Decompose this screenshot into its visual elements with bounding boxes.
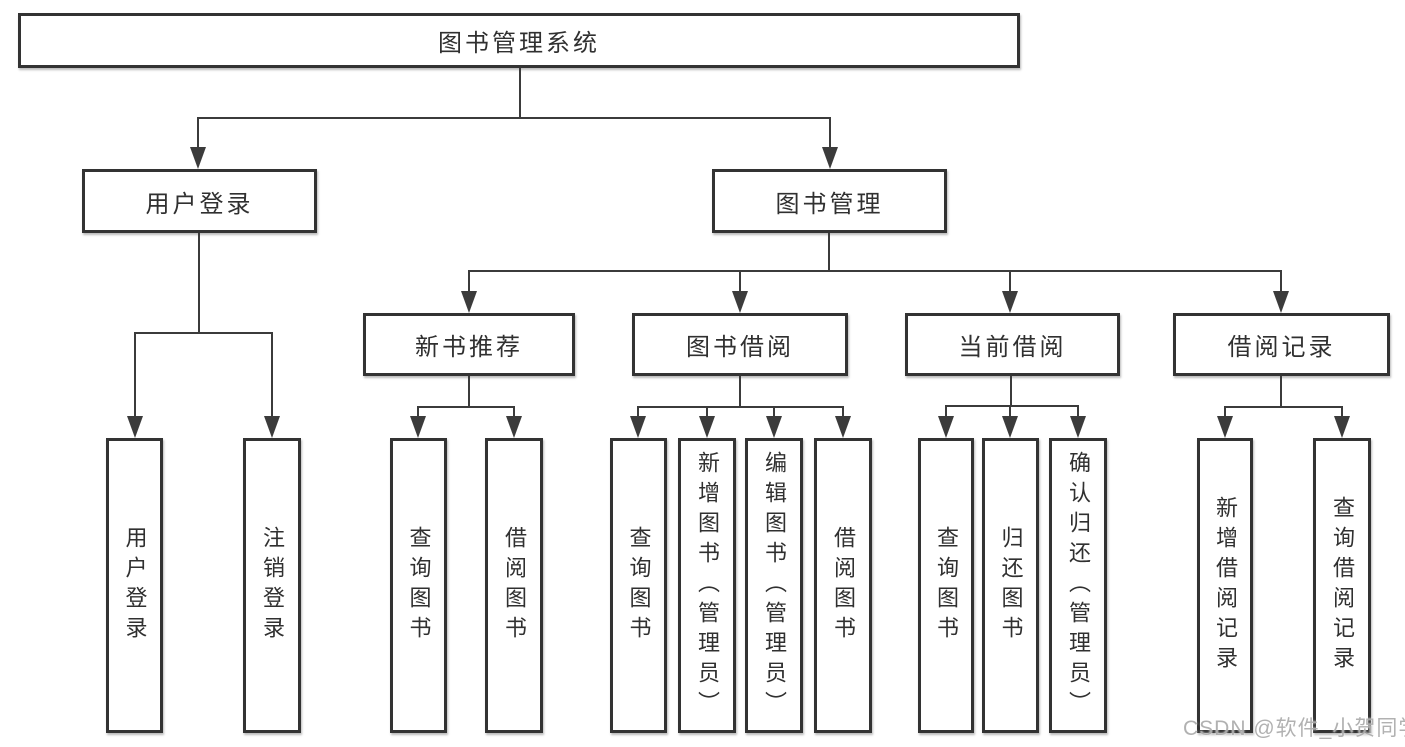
connector-arrow-down [264,332,280,438]
node-user-login: 用户登录 [82,169,317,233]
connector-new-rec-branch [417,406,515,408]
leaf-query-books-recommend: 查询图书 [390,438,447,733]
leaf-label: 查询图书 [406,525,432,646]
connector-arrow-down [1002,270,1018,313]
connector-current-trunk [1010,376,1012,406]
leaf-return-books: 归还图书 [982,438,1039,733]
leaf-label: 借阅图书 [831,525,856,646]
leaf-label: 确认归还（管理员） [1066,450,1091,721]
leaf-query-borrow-record: 查询借阅记录 [1313,438,1371,733]
leaf-user-login: 用户登录 [106,438,163,733]
connector-arrow-down [506,406,522,438]
connector-user-login-trunk [198,233,200,333]
leaf-borrow-books-borrowing: 借阅图书 [814,438,872,733]
connector-records-branch [1224,406,1343,408]
leaf-add-books-admin: 新增图书（管理员） [678,438,736,733]
leaf-label: 编辑图书（管理员） [762,450,787,721]
csdn-watermark: CSDN @软件_小贺同学 [1183,717,1405,740]
leaf-label: 归还图书 [998,525,1024,646]
connector-arrow-down [1334,406,1350,438]
connector-arrow-down [822,117,838,169]
connector-records-trunk [1280,376,1282,407]
connector-arrow-down [1070,405,1086,438]
connector-arrow-down [410,406,426,438]
node-library-management-system: 图书管理系统 [18,13,1020,68]
leaf-label: 查询借阅记录 [1330,495,1355,676]
connector-arrow-down [732,270,748,313]
leaf-edit-books-admin: 编辑图书（管理员） [745,438,803,733]
connector-arrow-down [1273,270,1289,313]
connector-arrow-down [766,406,782,438]
leaf-query-books-borrowing: 查询图书 [610,438,667,733]
connector-book-mgmt-trunk [828,233,830,271]
connector-level2-branch [198,117,831,119]
leaf-label: 用户登录 [122,525,148,646]
connector-arrow-down [127,332,143,438]
connector-arrow-down [461,270,477,313]
leaf-label: 注销登录 [260,525,285,646]
connector-arrow-down [938,405,954,438]
connector-level3-branch [468,270,1282,272]
connector-arrow-down [630,406,646,438]
leaf-label: 新增图书（管理员） [695,450,720,721]
node-book-borrowing: 图书借阅 [632,313,848,376]
leaf-label: 查询图书 [934,525,959,646]
node-new-book-recommend: 新书推荐 [363,313,575,376]
connector-arrow-down [1002,405,1018,438]
leaf-borrow-books-recommend: 借阅图书 [485,438,543,733]
connector-new-rec-trunk [468,376,470,407]
leaf-label: 新增借阅记录 [1213,495,1238,676]
leaf-query-books-current: 查询图书 [918,438,974,733]
leaf-add-borrow-record: 新增借阅记录 [1197,438,1253,733]
connector-root-trunk [519,68,521,118]
connector-borrowing-trunk [739,376,741,407]
leaf-label: 查询图书 [626,525,652,646]
leaf-label: 借阅图书 [502,525,527,646]
connector-borrowing-branch [637,406,844,408]
leaf-logout: 注销登录 [243,438,301,733]
connector-user-login-branch [134,332,273,334]
connector-arrow-down [1217,406,1233,438]
leaf-confirm-return-admin: 确认归还（管理员） [1049,438,1107,733]
connector-arrow-down [835,406,851,438]
node-borrow-records: 借阅记录 [1173,313,1390,376]
node-current-borrowing: 当前借阅 [905,313,1120,376]
node-book-management: 图书管理 [712,169,947,233]
connector-arrow-down [699,406,715,438]
connector-arrow-down [190,117,206,169]
connector-current-branch [945,405,1079,407]
